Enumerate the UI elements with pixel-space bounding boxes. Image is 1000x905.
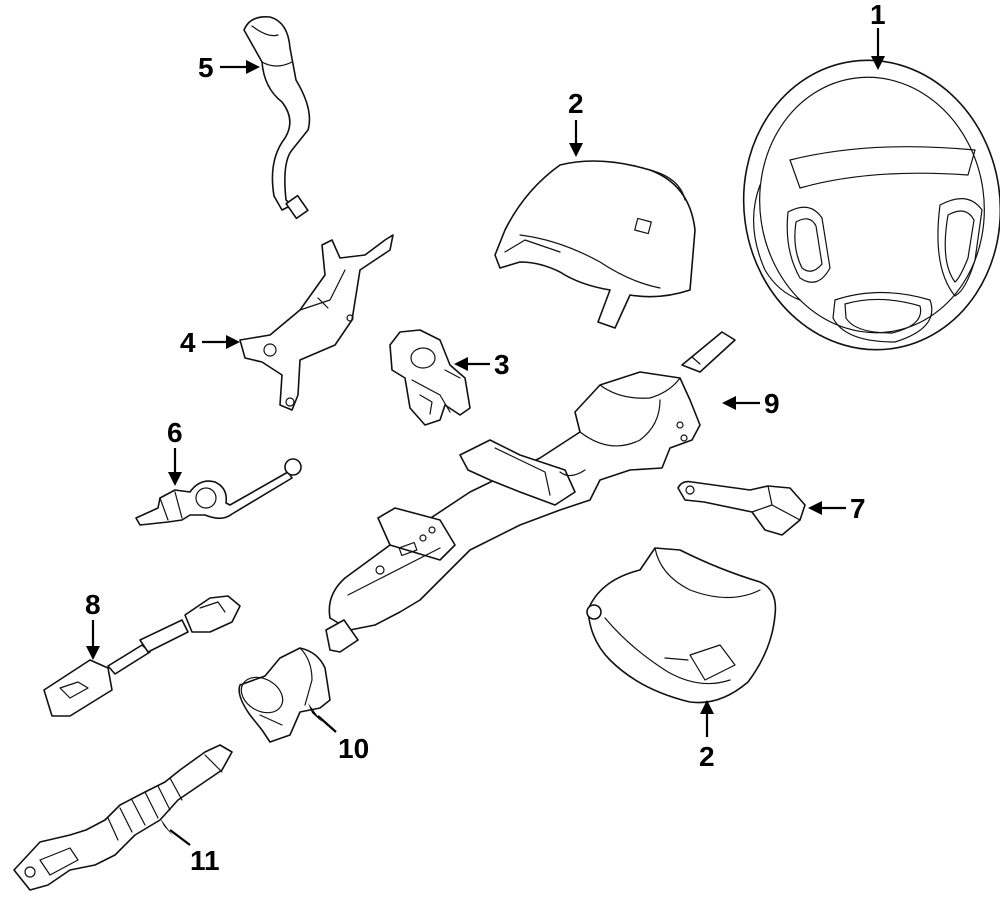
callout-10: 10 xyxy=(338,733,369,764)
part-7-bracket[interactable] xyxy=(677,480,806,536)
part-2-upper-column-cover[interactable] xyxy=(494,160,696,329)
part-8-intermediate-shaft[interactable] xyxy=(43,595,241,717)
part-11-lower-shaft[interactable] xyxy=(13,744,233,891)
leader-9 xyxy=(722,396,760,410)
leader-7 xyxy=(808,501,846,515)
part-6-multifunction-switch[interactable] xyxy=(135,458,302,526)
part-3-ignition-lock-housing[interactable] xyxy=(389,329,471,426)
leader-5 xyxy=(220,60,260,74)
leader-6 xyxy=(168,448,182,486)
callout-8: 8 xyxy=(85,589,101,620)
part-10-sleeve[interactable] xyxy=(235,647,331,743)
part-5-shift-lever[interactable] xyxy=(243,15,311,220)
leader-2-lower xyxy=(700,700,714,737)
leader-2-upper xyxy=(569,120,583,157)
callout-2-upper: 2 xyxy=(568,88,584,119)
leader-3 xyxy=(454,357,490,371)
leader-11 xyxy=(160,818,191,846)
part-2-lower-column-cover[interactable] xyxy=(586,547,777,704)
leader-1 xyxy=(871,28,885,70)
callout-9: 9 xyxy=(764,388,780,419)
part-9-steering-column[interactable] xyxy=(325,331,736,653)
part-1-steering-wheel[interactable] xyxy=(725,44,1000,367)
leader-4 xyxy=(202,335,240,349)
part-4-bracket[interactable] xyxy=(239,234,394,411)
callout-3: 3 xyxy=(494,349,510,380)
leader-8 xyxy=(86,620,100,660)
callout-7: 7 xyxy=(850,493,866,524)
callout-2-lower: 2 xyxy=(699,741,715,772)
leader-10 xyxy=(308,703,337,733)
callout-6: 6 xyxy=(167,417,183,448)
callout-1: 1 xyxy=(870,0,886,30)
callout-4: 4 xyxy=(180,327,196,358)
callout-5: 5 xyxy=(198,52,214,83)
callout-11: 11 xyxy=(190,845,220,876)
